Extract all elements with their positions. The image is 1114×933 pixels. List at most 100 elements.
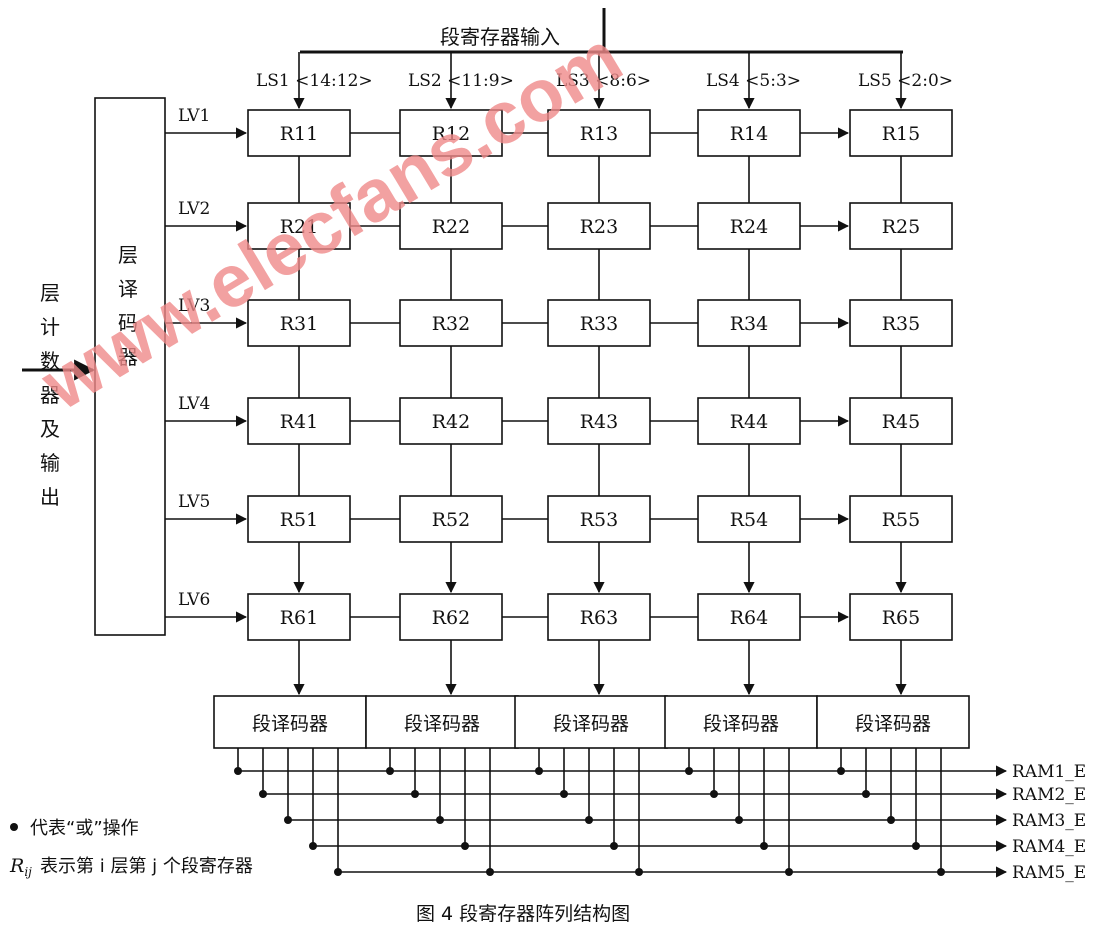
ls-label-2: LS2 <11:9> [408, 71, 514, 91]
ram-output-label-4: RAM4_E [1012, 837, 1086, 857]
or-dot [461, 842, 469, 850]
lv-label-6: LV6 [178, 590, 210, 610]
register-box [849, 109, 953, 157]
register-label: R62 [432, 607, 470, 629]
segment-decoder-label: 段译码器 [553, 713, 629, 735]
register-box [247, 202, 351, 250]
or-dot [735, 816, 743, 824]
or-dot [937, 868, 945, 876]
register-box [399, 202, 503, 250]
register-label: R14 [730, 123, 768, 145]
lv-label-5: LV5 [178, 492, 210, 512]
ram-output-label-1: RAM1_E [1012, 762, 1086, 782]
or-dot [710, 790, 718, 798]
register-box [247, 495, 351, 543]
segment-decoder-label: 段译码器 [252, 713, 328, 735]
register-box [399, 593, 503, 641]
legend-or-text: 代表“或”操作 [30, 818, 139, 839]
register-box [547, 299, 651, 347]
segment-decoders: 段译码器段译码器段译码器段译码器段译码器 [213, 695, 970, 749]
register-box [697, 202, 801, 250]
register-box [547, 397, 651, 445]
input-label-char: 数 [40, 349, 60, 373]
or-dot [309, 842, 317, 850]
or-dot [486, 868, 494, 876]
layer-decoder-char: 译 [118, 277, 138, 301]
register-box [697, 299, 801, 347]
ram-output-label-2: RAM2_E [1012, 785, 1086, 805]
register-label: R33 [580, 313, 618, 335]
register-box [849, 299, 953, 347]
or-network [234, 748, 1008, 878]
register-label: R24 [730, 216, 768, 238]
register-label: R31 [280, 313, 318, 335]
or-dot [635, 868, 643, 876]
register-label: R44 [730, 411, 768, 433]
input-label-char: 输 [40, 451, 60, 475]
input-label-char: 出 [40, 485, 60, 509]
register-box [399, 397, 503, 445]
or-dot [610, 842, 618, 850]
register-label: R43 [580, 411, 618, 433]
register-box [849, 202, 953, 250]
register-box [247, 299, 351, 347]
segment-decoder-box [365, 695, 519, 749]
register-label: R35 [882, 313, 920, 335]
input-label-char: 器 [40, 383, 60, 407]
register-box [547, 202, 651, 250]
or-dot [411, 790, 419, 798]
or-dot [560, 790, 568, 798]
register-box [247, 593, 351, 641]
or-dot [334, 868, 342, 876]
or-dot [685, 767, 693, 775]
register-label: R42 [432, 411, 470, 433]
register-box [547, 593, 651, 641]
segment-decoder-box [514, 695, 668, 749]
register-label: R51 [280, 509, 318, 531]
or-dot [386, 767, 394, 775]
register-label: R45 [882, 411, 920, 433]
register-label: R41 [280, 411, 318, 433]
legend-rij-text: 表示第 i 层第 j 个段寄存器 [40, 856, 253, 877]
register-box [849, 593, 953, 641]
register-label: R23 [580, 216, 618, 238]
legend-dot [10, 823, 18, 831]
or-dot [785, 868, 793, 876]
register-box [697, 109, 801, 157]
register-box [399, 495, 503, 543]
register-box [697, 397, 801, 445]
or-dot [912, 842, 920, 850]
ls-drop-lines [293, 52, 907, 110]
or-dot [234, 767, 242, 775]
register-label: R52 [432, 509, 470, 531]
or-dot [585, 816, 593, 824]
ls-label-4: LS4 <5:3> [706, 71, 801, 91]
figure-caption: 图 4 段寄存器阵列结构图 [416, 903, 630, 925]
register-label: R65 [882, 607, 920, 629]
register-label: R34 [730, 313, 768, 335]
segment-decoder-box [664, 695, 818, 749]
or-dot [887, 816, 895, 824]
lv-label-3: LV3 [178, 296, 210, 316]
or-dot [436, 816, 444, 824]
register-label: R12 [432, 123, 470, 145]
layer-decoder-char: 码 [118, 311, 138, 335]
register-box [697, 593, 801, 641]
register-label: R15 [882, 123, 920, 145]
ls-label-1: LS1 <14:12> [256, 71, 373, 91]
register-label: R32 [432, 313, 470, 335]
or-dot [259, 790, 267, 798]
register-label: R54 [730, 509, 768, 531]
register-label: R11 [280, 123, 318, 145]
or-dot [535, 767, 543, 775]
register-box [547, 495, 651, 543]
register-label: R55 [882, 509, 920, 531]
register-label: R21 [280, 216, 318, 238]
register-label: R13 [580, 123, 618, 145]
layer-decoder-char: 层 [118, 243, 138, 267]
register-label: R22 [432, 216, 470, 238]
